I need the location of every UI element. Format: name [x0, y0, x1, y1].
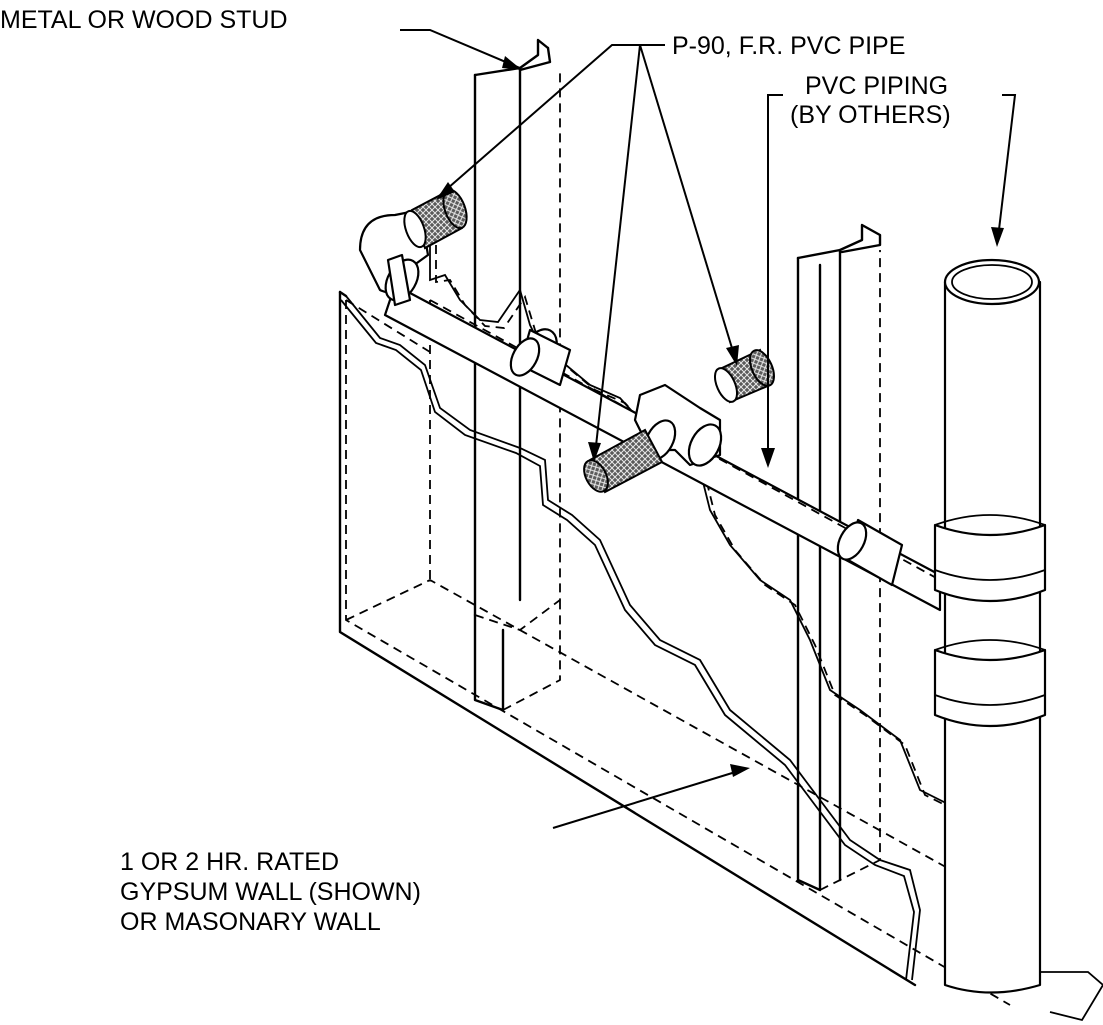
- label-wall-rating: 1 OR 2 HR. RATED: [120, 848, 340, 876]
- leader-wall: [552, 764, 750, 829]
- floor-slab: [1040, 971, 1103, 1022]
- label-pvc-piping: PVC PIPING: [805, 72, 949, 100]
- label-stud: METAL OR WOOD STUD: [0, 6, 288, 34]
- gypsum-wall: [338, 240, 1016, 1006]
- stud-right: [796, 223, 882, 892]
- label-wall-gypsum: GYPSUM WALL (SHOWN): [120, 878, 421, 906]
- leader-pvc-piping: [761, 94, 1017, 468]
- label-fr-pvc-pipe: P-90, F.R. PVC PIPE: [672, 32, 906, 60]
- vertical-pvc-pipe: [933, 258, 1047, 994]
- fire-rated-sleeve-left: [403, 188, 468, 250]
- label-wall-masonary: OR MASONARY WALL: [120, 908, 381, 936]
- fire-rated-sleeve-front: [583, 428, 664, 494]
- leader-fr-pipe: [436, 44, 739, 462]
- leader-stud: [400, 29, 522, 70]
- tee-fitting: [633, 383, 723, 467]
- label-by-others: (BY OTHERS): [790, 101, 951, 129]
